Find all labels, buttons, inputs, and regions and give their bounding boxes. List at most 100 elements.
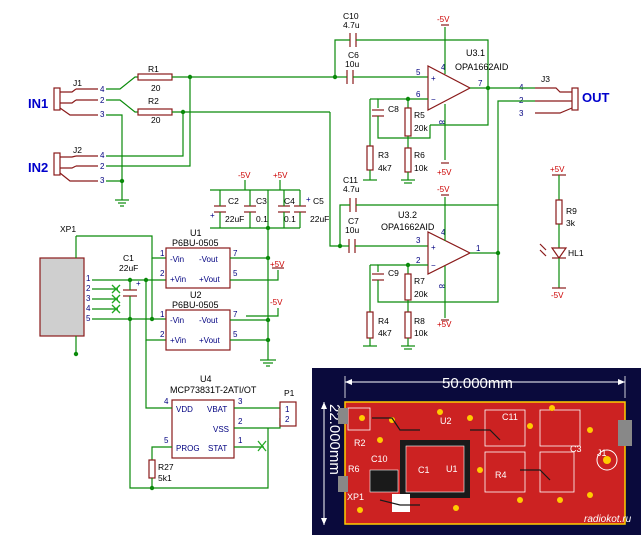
svg-text:U1: U1	[446, 464, 458, 474]
svg-text:1: 1	[238, 436, 243, 445]
svg-text:U2: U2	[440, 416, 452, 426]
u2-vout-pos: +Vout	[199, 336, 220, 345]
svg-text:6: 6	[416, 90, 421, 99]
u31-ref: U3.1	[466, 48, 485, 58]
c10-value: 4.7u	[343, 20, 360, 30]
c2-ref: C2	[228, 196, 239, 206]
svg-text:4: 4	[86, 304, 91, 313]
svg-text:+: +	[431, 243, 436, 252]
c9-ref: C9	[388, 268, 399, 278]
c4-ref: C4	[284, 196, 295, 206]
no-connect-marks	[111, 284, 121, 314]
r27-value: 5k1	[158, 473, 172, 483]
svg-text:5: 5	[164, 436, 169, 445]
connector-xp1: XP1 1 2 3 4 5	[39, 224, 91, 357]
c7-value: 10u	[345, 225, 359, 235]
u31-pos-rail: +5V	[437, 168, 452, 177]
u2-vin-pos: +Vin	[170, 336, 186, 345]
svg-text:3: 3	[238, 397, 243, 406]
resistor-r27: R27 5k1	[148, 459, 174, 483]
c5-ref: C5	[313, 196, 324, 206]
c3-ref: C3	[256, 196, 267, 206]
jack-j1: J1 4 2 3	[53, 78, 105, 119]
svg-text:J1: J1	[597, 448, 607, 458]
u4-prog: PROG	[176, 444, 200, 453]
pcb-render: 50.000mm 22.000mm U1 R2 C10 R6 C1 U4 XP1…	[312, 368, 641, 535]
dcdc-u1: U1 P6BU-0505 -Vin +Vin -Vout +Vout 1 2 7…	[160, 228, 238, 289]
in1-label: IN1	[28, 96, 48, 111]
svg-text:2: 2	[86, 284, 91, 293]
c10-ref: C10	[343, 11, 359, 21]
capacitor-c5: C5 22uF +	[294, 195, 329, 224]
r6-ref: R6	[414, 150, 425, 160]
u31-part: OPA1662AID	[455, 62, 509, 72]
svg-text:3: 3	[86, 294, 91, 303]
svg-text:2: 2	[160, 269, 165, 278]
resistor-r4: R4 4k7	[366, 311, 392, 339]
capacitor-c10: C10 4.7u	[343, 11, 360, 47]
dcdc-u2: U2 P6BU-0505 -Vin +Vin -Vout +Vout 1 2 7…	[160, 290, 238, 351]
u32-neg-rail: -5V	[437, 185, 450, 194]
opamp-u3-1: + − 5 6 7 4 8 U3.1 OPA1662AID	[416, 48, 509, 125]
svg-text:2: 2	[285, 415, 290, 424]
svg-text:2: 2	[100, 162, 105, 171]
opamp-u3-2: + − 3 2 1 4 8 U3.2 OPA1662AID	[381, 210, 481, 289]
svg-text:4: 4	[441, 228, 446, 237]
svg-text:1: 1	[160, 249, 165, 258]
svg-text:1: 1	[160, 310, 165, 319]
j3-ref: J3	[541, 74, 550, 84]
u4-part: MCP73831T-2ATI/OT	[170, 385, 257, 395]
pcb-width-label: 50.000mm	[442, 375, 513, 392]
svg-text:5: 5	[416, 68, 421, 77]
svg-text:C3: C3	[570, 444, 582, 454]
svg-text:8: 8	[437, 284, 446, 289]
resistor-r5: R5 20k	[404, 107, 428, 137]
u32-ref: U3.2	[398, 210, 417, 220]
c11-value: 4.7u	[343, 184, 360, 194]
svg-text:1: 1	[86, 274, 91, 283]
rail-neg-caps: -5V	[238, 171, 251, 180]
svg-text:1: 1	[285, 405, 290, 414]
r7-ref: R7	[414, 276, 425, 286]
rail-neg-u2: -5V	[270, 298, 283, 307]
r2-ref: R2	[148, 96, 159, 106]
u1-vout-pos: +Vout	[199, 275, 220, 284]
u2-part: P6BU-0505	[172, 300, 219, 310]
resistor-r3: R3 4k7	[366, 145, 392, 173]
svg-text:5: 5	[233, 330, 238, 339]
svg-text:7: 7	[478, 79, 483, 88]
jack-j2: J2 4 2 3	[53, 145, 105, 185]
r9-value: 3k	[566, 218, 576, 228]
capacitor-c3: C3 0.1	[244, 196, 268, 224]
svg-text:−: −	[431, 95, 436, 104]
svg-text:4: 4	[100, 85, 105, 94]
rail-pos-led: +5V	[550, 165, 565, 174]
capacitor-c6: C6 10u	[345, 50, 359, 84]
u1-vin-pos: +Vin	[170, 275, 186, 284]
svg-text:4: 4	[441, 63, 446, 72]
capacitor-c4: C4 0.1	[278, 196, 296, 224]
resistor-r7: R7 20k	[404, 273, 428, 301]
svg-text:3: 3	[100, 110, 105, 119]
c1-value: 22uF	[119, 263, 138, 273]
u4-vbat: VBAT	[207, 405, 227, 414]
svg-text:2: 2	[160, 330, 165, 339]
u32-pos-rail: +5V	[437, 320, 452, 329]
svg-text:+: +	[210, 211, 215, 220]
svg-text:2: 2	[416, 256, 421, 265]
svg-text:C1: C1	[418, 465, 430, 475]
svg-text:5: 5	[233, 269, 238, 278]
c6-ref: C6	[348, 50, 359, 60]
rail-pos-caps: +5V	[273, 171, 288, 180]
svg-text:+: +	[431, 74, 436, 83]
c5-value: 22uF	[310, 214, 329, 224]
capacitor-c7: C7 10u	[345, 216, 359, 253]
svg-text:XP1: XP1	[347, 492, 364, 502]
led-hl1: +5V R9 3k HL1 -5V	[539, 165, 584, 300]
r5-ref: R5	[414, 110, 425, 120]
rail-pos-u1: +5V	[270, 260, 285, 269]
u2-vout-neg: -Vout	[199, 316, 218, 325]
svg-text:+: +	[136, 279, 141, 288]
c2-value: 22uF	[225, 214, 244, 224]
